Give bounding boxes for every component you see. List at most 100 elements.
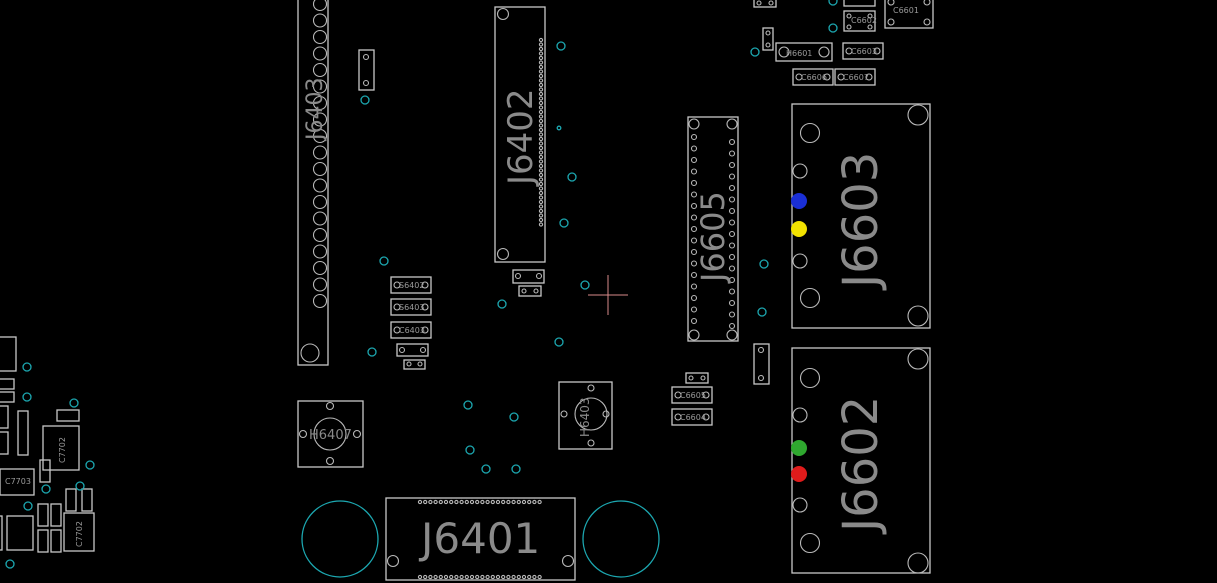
pin bbox=[690, 156, 698, 164]
via bbox=[85, 460, 95, 470]
pin bbox=[538, 213, 544, 218]
via bbox=[757, 307, 767, 317]
label-c7702-a: C7702 bbox=[58, 437, 67, 463]
label-j6603: J6603 bbox=[833, 152, 889, 291]
label-c6601: C6601 bbox=[893, 6, 919, 15]
component-h6407[interactable]: H6407 bbox=[297, 400, 364, 468]
component-small-passive-3[interactable] bbox=[512, 269, 545, 284]
pin bbox=[538, 145, 544, 151]
component-j6602[interactable]: J6602 bbox=[791, 347, 931, 574]
pin bbox=[312, 95, 328, 111]
component-s6402[interactable]: S6402 bbox=[390, 276, 432, 294]
pin bbox=[690, 179, 698, 187]
pin bbox=[459, 499, 464, 505]
pin bbox=[433, 574, 438, 580]
marker-green[interactable] bbox=[791, 440, 807, 456]
pin bbox=[538, 199, 544, 205]
pin bbox=[690, 271, 698, 279]
pin bbox=[480, 574, 485, 580]
component-j6402[interactable]: J6402 bbox=[494, 6, 546, 263]
pin bbox=[527, 499, 532, 505]
pin bbox=[538, 105, 544, 110]
marker-yellow[interactable] bbox=[791, 221, 807, 237]
pin bbox=[459, 574, 464, 580]
component-small-passive-1[interactable] bbox=[396, 343, 429, 357]
pin bbox=[464, 574, 469, 580]
pin bbox=[538, 51, 544, 56]
component-h6403[interactable]: H6403 bbox=[558, 381, 613, 450]
pin bbox=[490, 499, 495, 505]
label-c6602: C6602 bbox=[851, 16, 877, 25]
pin bbox=[511, 574, 516, 580]
component-small-passive-4[interactable] bbox=[518, 285, 542, 297]
pin bbox=[690, 214, 698, 221]
pin bbox=[728, 253, 736, 261]
component-j6403[interactable]: J6403 bbox=[297, 0, 329, 366]
component-small-top-3[interactable] bbox=[762, 27, 774, 51]
pin bbox=[511, 499, 516, 505]
pin bbox=[312, 260, 328, 276]
pin bbox=[454, 499, 459, 505]
pin bbox=[728, 219, 736, 226]
component-s6403[interactable]: S6403 bbox=[390, 298, 432, 316]
pin bbox=[506, 574, 511, 580]
pin bbox=[538, 87, 544, 92]
mounting-hole-right[interactable] bbox=[582, 500, 660, 578]
pin bbox=[538, 150, 544, 155]
component-j6603[interactable]: J6603 bbox=[791, 103, 931, 329]
pin bbox=[521, 574, 527, 580]
component-vertical-passive[interactable] bbox=[753, 343, 770, 385]
component-c6603[interactable]: C6603 bbox=[842, 42, 884, 60]
pin bbox=[538, 60, 544, 65]
mounting-hole-left[interactable] bbox=[301, 500, 379, 578]
component-j6605[interactable]: J6605 bbox=[687, 116, 739, 342]
via bbox=[828, 23, 838, 33]
pin bbox=[690, 168, 698, 175]
component-c6602[interactable]: C6602 bbox=[843, 10, 877, 32]
component-j6401[interactable]: J6401 bbox=[385, 497, 576, 581]
label-c6605: C6605 bbox=[680, 391, 706, 400]
component-small-passive-5[interactable] bbox=[685, 372, 709, 384]
marker-blue[interactable] bbox=[791, 193, 807, 209]
pin bbox=[480, 499, 485, 505]
pin bbox=[538, 168, 544, 173]
component-small-top-1[interactable] bbox=[843, 0, 876, 7]
pin bbox=[506, 499, 511, 505]
component-small-top-2[interactable] bbox=[753, 0, 777, 8]
component-c6606[interactable]: C6606 bbox=[792, 68, 834, 86]
pin bbox=[438, 574, 443, 580]
component-c6601[interactable]: C6601 bbox=[884, 0, 934, 29]
pin bbox=[475, 574, 480, 580]
pin bbox=[728, 150, 736, 157]
label-c6604: C6604 bbox=[680, 413, 706, 422]
pin bbox=[538, 190, 544, 196]
via bbox=[554, 337, 564, 347]
component-c6607[interactable]: C6607 bbox=[834, 68, 876, 86]
component-left-cluster[interactable]: C7702 C7703 C7702 bbox=[0, 336, 95, 553]
marker-red[interactable] bbox=[791, 466, 807, 482]
via bbox=[580, 280, 590, 290]
pin bbox=[485, 574, 490, 580]
via bbox=[75, 481, 85, 491]
label-c6607: C6607 bbox=[843, 73, 869, 82]
component-c6605[interactable]: C6605 bbox=[671, 386, 713, 404]
component-small-cap[interactable] bbox=[358, 49, 375, 91]
via bbox=[828, 0, 838, 6]
pin bbox=[728, 196, 736, 203]
component-h6601[interactable]: H6601 bbox=[775, 42, 833, 62]
pin bbox=[312, 194, 328, 210]
via bbox=[22, 392, 32, 402]
component-c6403[interactable]: C6403 bbox=[390, 321, 432, 339]
pin bbox=[690, 248, 698, 256]
label-c6603: C6603 bbox=[851, 47, 877, 56]
pin bbox=[538, 123, 544, 128]
component-c6604[interactable]: C6604 bbox=[671, 408, 713, 426]
component-small-passive-2[interactable] bbox=[403, 359, 426, 370]
pin bbox=[538, 222, 544, 227]
pin bbox=[538, 73, 544, 79]
pin bbox=[538, 172, 544, 178]
pin bbox=[537, 574, 542, 580]
via bbox=[567, 172, 577, 182]
pin bbox=[538, 163, 544, 169]
